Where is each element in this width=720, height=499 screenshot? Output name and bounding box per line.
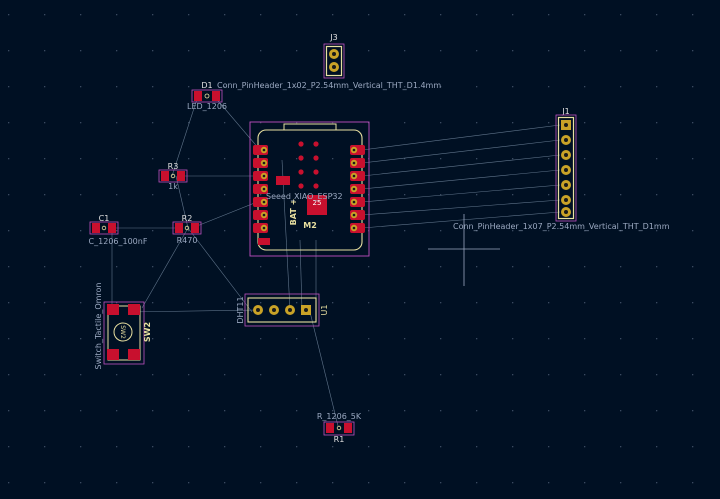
u1-value: DHT11	[236, 296, 245, 323]
footprint-r1[interactable]: R_1206_5K R1	[317, 412, 362, 444]
footprint-u1[interactable]: DHT11 U1	[236, 293, 329, 327]
footprint-d1[interactable]: D1 Conn_PinHeader_1x02_P2.54mm_Vertical_…	[187, 81, 441, 111]
ratsnest	[110, 95, 561, 427]
r2-ref: R2	[182, 214, 193, 223]
u1-ref: U1	[320, 305, 329, 316]
r1-ref: R1	[334, 435, 345, 444]
sw2-value: Switch_Tactile_Omron	[94, 283, 103, 370]
cursor-crosshair	[428, 214, 500, 286]
m2-bat-label: BAT +	[289, 199, 298, 226]
m2-inner-pads	[276, 141, 327, 215]
d1-ref: D1	[201, 81, 212, 90]
j3-value: Conn_PinHeader_1x02_P2.54mm_Vertical_THT…	[217, 81, 441, 90]
m2-value-prefix: Seeed_	[266, 192, 296, 201]
c1-value: C_1206_100nF	[89, 237, 148, 246]
footprint-c1[interactable]: C1 C_1206_100nF	[89, 214, 148, 246]
footprint-m2[interactable]: 25 BAT + Seeed_ XIAO_ESP32 M2	[249, 121, 370, 257]
j3-ref: J3	[329, 33, 337, 42]
footprint-j3[interactable]: J3	[323, 33, 345, 79]
c1-ref: C1	[99, 214, 110, 223]
m2-chip-label: 25	[313, 199, 322, 207]
r1-value: R_1206_5K	[317, 412, 362, 421]
footprint-sw2[interactable]: Switch_Tactile_Omron SW2 SW2	[94, 283, 152, 370]
sw2-inner-label: SW2	[119, 325, 126, 339]
m2-ref: M2	[303, 221, 317, 230]
d1-value: LED_1206	[187, 102, 227, 111]
m2-left-pads	[253, 145, 270, 245]
footprint-r3[interactable]: R3 1k	[158, 162, 188, 191]
j1-ref: J1	[561, 107, 569, 116]
sw2-ref: SW2	[143, 322, 152, 342]
footprint-r2[interactable]: R2 R470	[172, 214, 202, 245]
footprint-j1[interactable]: J1 Conn_PinHeader_1x07_P2.54mm_Vertical_…	[453, 107, 670, 231]
j1-value: Conn_PinHeader_1x07_P2.54mm_Vertical_THT…	[453, 222, 670, 231]
r3-ref: R3	[168, 162, 179, 171]
m2-right-pads	[350, 145, 365, 233]
r3-value: 1k	[168, 182, 178, 191]
j1-pins	[561, 120, 571, 217]
m2-value: XIAO_ESP32	[294, 192, 343, 201]
r2-value: R470	[177, 236, 198, 245]
